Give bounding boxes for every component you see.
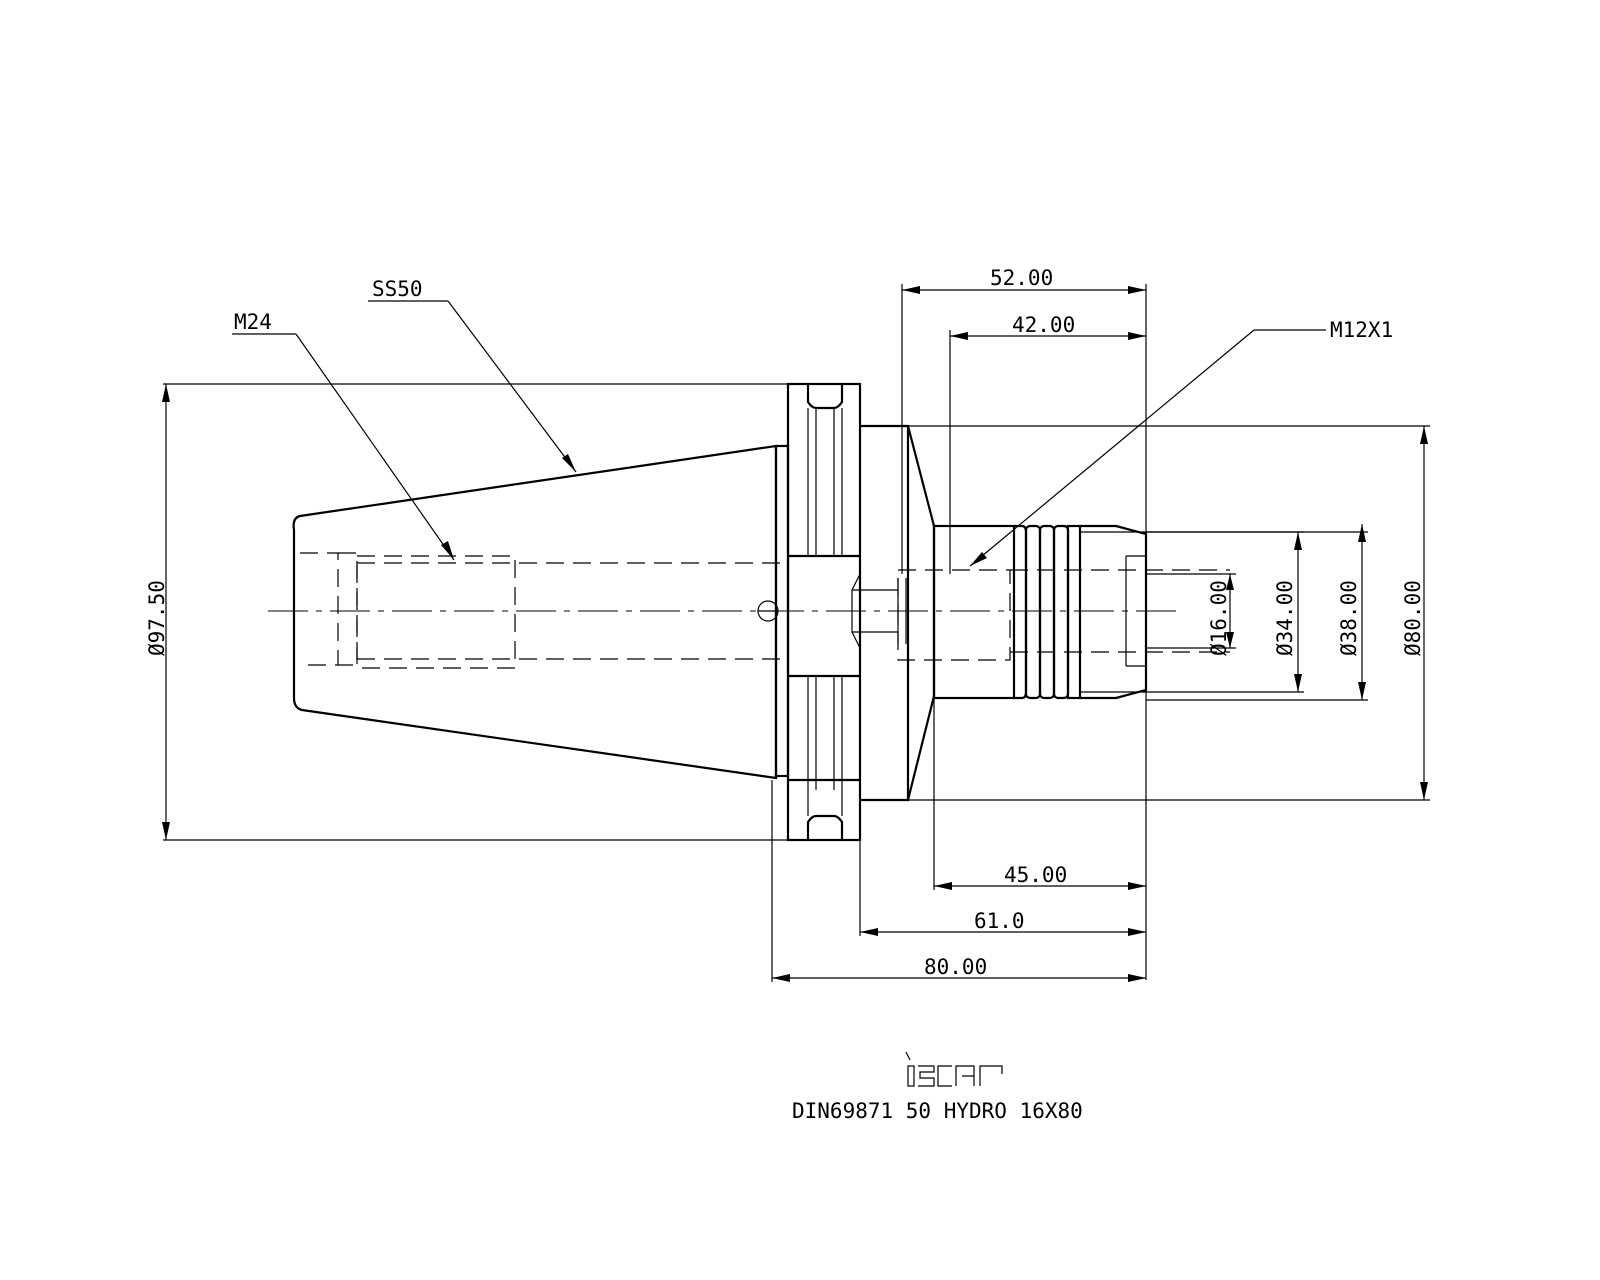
dim-dia-34: Ø34.00 (1273, 532, 1302, 692)
dim-dia-97-5: Ø97.50 (145, 384, 170, 840)
taper-shank (292, 444, 788, 780)
dim-dia-16: Ø16.00 (1207, 574, 1234, 656)
hydro-nose (932, 524, 1230, 700)
part-title: DIN69871 50 HYDRO 16X80 (792, 1099, 1083, 1123)
dim-dia-34-text: Ø34.00 (1273, 580, 1297, 656)
dim-42: 42.00 (950, 313, 1146, 340)
dim-dia-97-5-text: Ø97.50 (145, 580, 169, 656)
dim-52-text: 52.00 (990, 266, 1053, 290)
dim-45: 45.00 (934, 863, 1146, 890)
iscar-logo (905, 1051, 1003, 1087)
leader-ss50: SS50 (368, 277, 577, 473)
dim-61: 61.0 (860, 909, 1146, 936)
label-m12x1: M12X1 (1330, 318, 1393, 342)
dim-80-length: 80.00 (772, 955, 1146, 982)
dim-dia-80: Ø80.00 (1401, 426, 1428, 800)
dim-dia-38-text: Ø38.00 (1337, 580, 1361, 656)
dim-dia-38: Ø38.00 (1337, 524, 1366, 700)
dim-80-length-text: 80.00 (924, 955, 987, 979)
dim-52: 52.00 (902, 266, 1146, 294)
leader-m24: M24 (232, 310, 455, 561)
leader-m12x1: M12X1 (969, 318, 1393, 567)
v-flange (774, 382, 898, 842)
label-m24: M24 (234, 310, 272, 334)
dim-42-text: 42.00 (1012, 313, 1075, 337)
dim-dia-16-text: Ø16.00 (1207, 580, 1231, 656)
dim-45-text: 45.00 (1004, 863, 1067, 887)
extension-lines (163, 284, 1430, 982)
dim-dia-80-text: Ø80.00 (1401, 580, 1425, 656)
label-ss50: SS50 (372, 277, 423, 301)
dim-61-text: 61.0 (974, 909, 1025, 933)
